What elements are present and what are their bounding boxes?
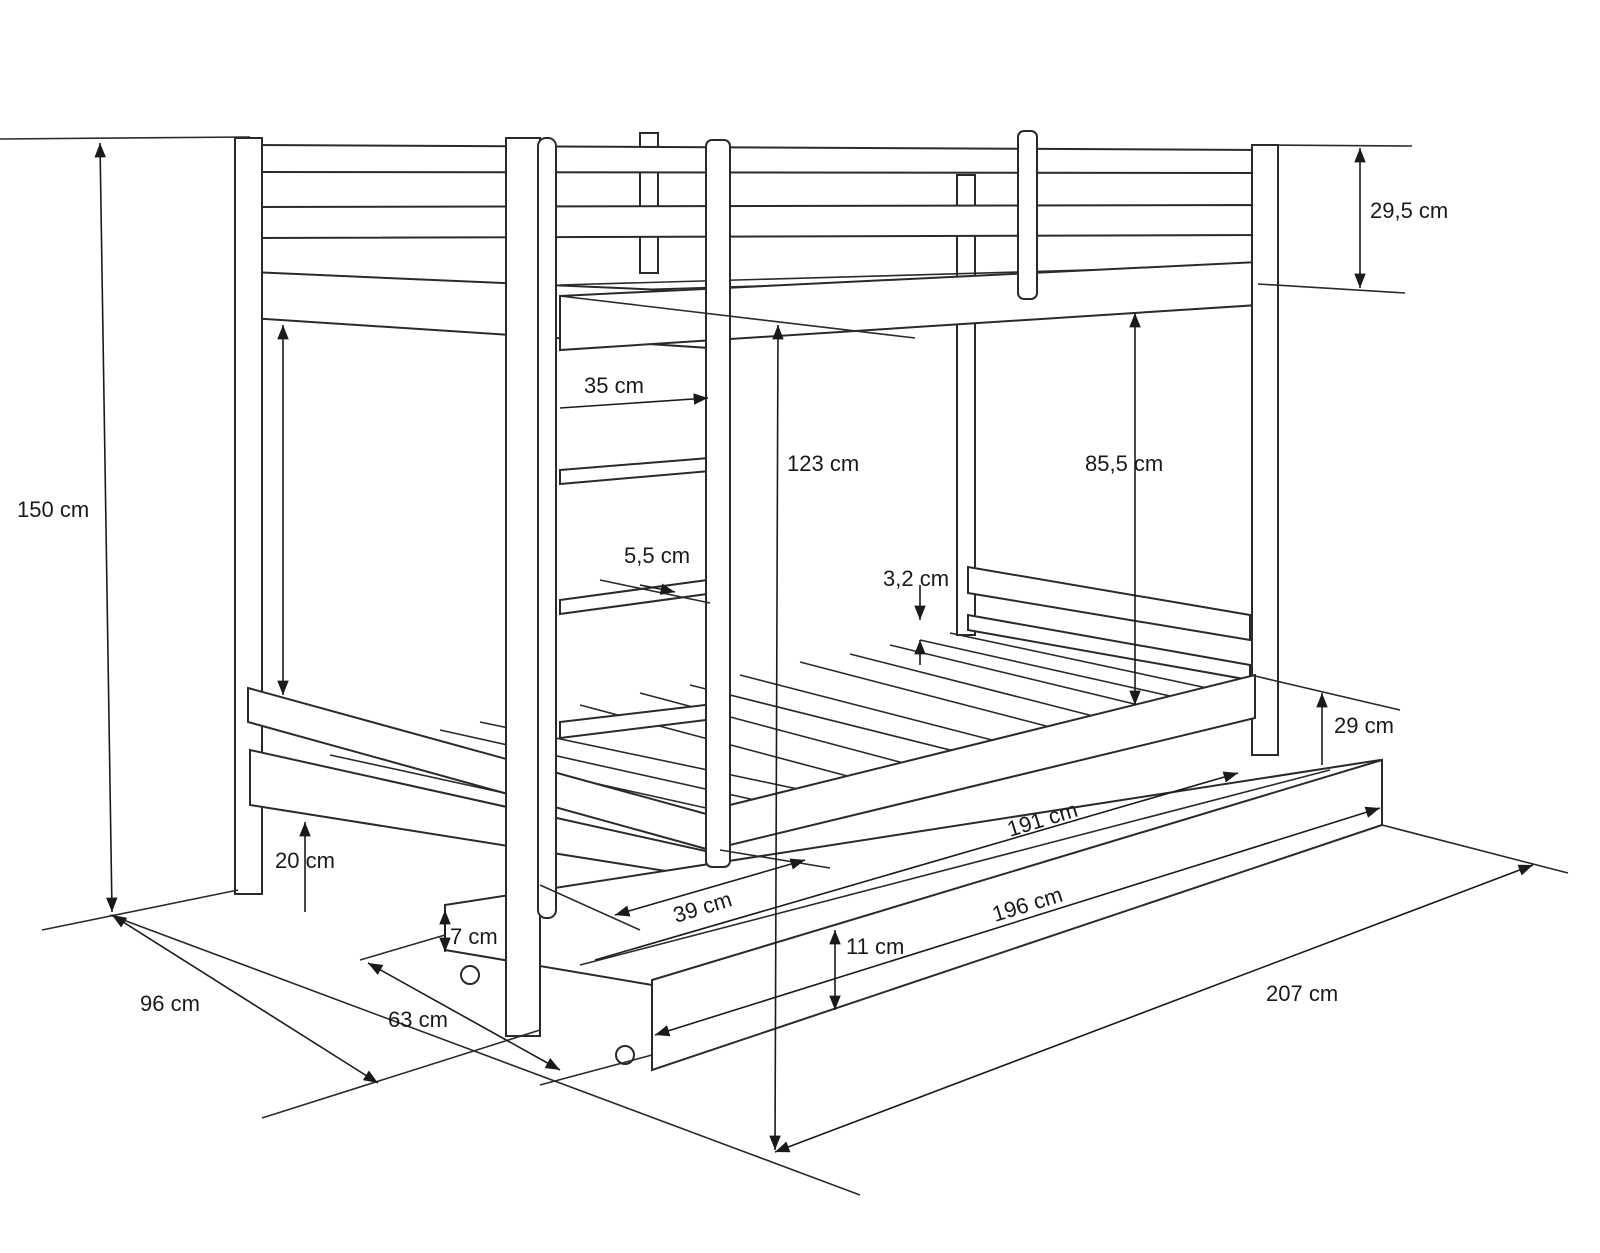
label-29-5: 29,5 cm bbox=[1370, 198, 1448, 223]
dim-96 bbox=[111, 914, 379, 1084]
drawer-wheel bbox=[460, 965, 480, 985]
lower-headboard-rail bbox=[967, 565, 1251, 642]
bed-frame bbox=[234, 130, 1384, 1072]
ladder-rung-1 bbox=[559, 455, 723, 486]
guard-post bbox=[1017, 130, 1038, 300]
dimension-labels: 150 cm 29,5 cm 35 cm 123 cm 85,5 cm 5,5 … bbox=[17, 198, 1448, 1032]
label-96: 96 cm bbox=[140, 991, 200, 1016]
dimension-lines bbox=[0, 136, 1569, 1196]
label-7: 7 cm bbox=[450, 924, 498, 949]
label-63: 63 cm bbox=[388, 1007, 448, 1032]
dim-35 bbox=[559, 393, 709, 409]
label-11: 11 cm bbox=[846, 934, 904, 959]
upper-rail-top bbox=[247, 143, 1263, 175]
label-20: 20 cm bbox=[275, 848, 335, 873]
ladder-rung-2 bbox=[559, 576, 723, 616]
label-207: 207 cm bbox=[1266, 981, 1338, 1006]
label-5-5: 5,5 cm bbox=[624, 543, 690, 568]
dim-5-5 bbox=[639, 583, 676, 595]
dim-63 bbox=[367, 962, 561, 1071]
dim-207 bbox=[774, 864, 1534, 1153]
ladder-rung-3 bbox=[559, 701, 723, 740]
dim-150 bbox=[94, 142, 118, 913]
front-post-left bbox=[505, 137, 541, 1037]
label-35: 35 cm bbox=[584, 373, 644, 398]
back-post-right bbox=[1251, 144, 1279, 756]
label-3-2: 3,2 cm bbox=[883, 566, 949, 591]
label-150: 150 cm bbox=[17, 497, 89, 522]
ladder-post bbox=[705, 139, 731, 868]
label-29: 29 cm bbox=[1334, 713, 1394, 738]
back-post-right-inner bbox=[956, 174, 976, 636]
label-123: 123 cm bbox=[787, 451, 859, 476]
front-post-left-edge bbox=[537, 137, 557, 919]
drawer-wheel bbox=[615, 1045, 635, 1065]
upper-rail-middle bbox=[247, 203, 1263, 240]
label-85-5: 85,5 cm bbox=[1085, 451, 1163, 476]
